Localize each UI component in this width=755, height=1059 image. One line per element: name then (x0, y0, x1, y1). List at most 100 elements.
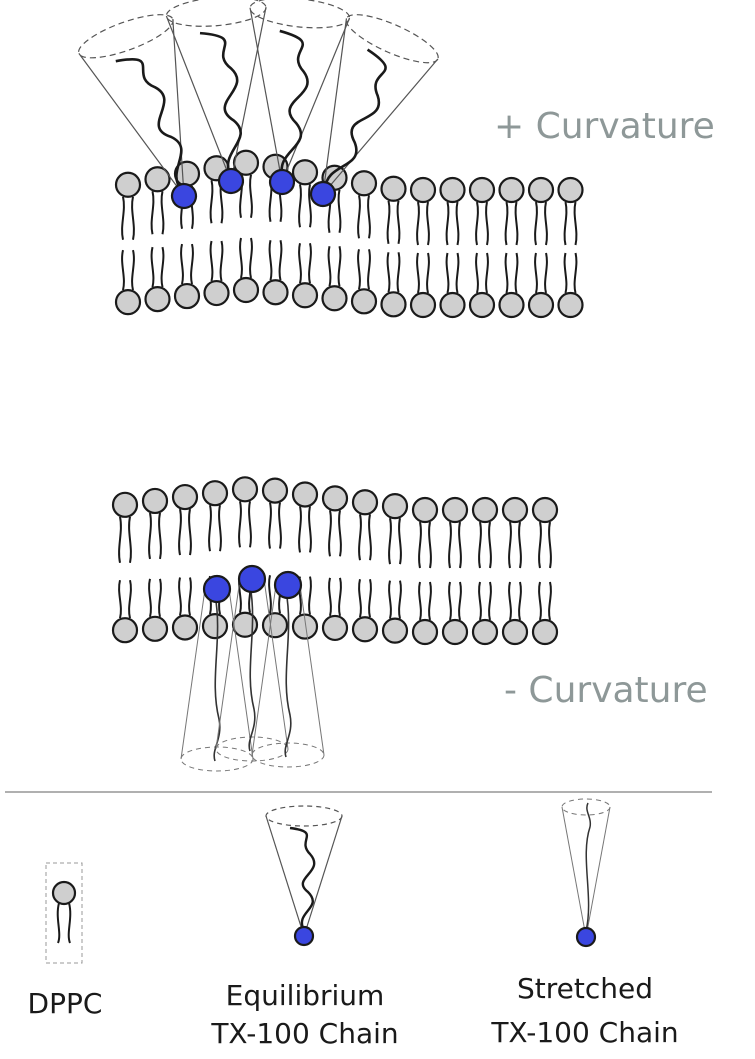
lipid-tail (426, 201, 430, 246)
lipid-tail (56, 902, 61, 944)
dppc-head (381, 617, 409, 644)
lipid-tail (428, 521, 432, 569)
lipid-tail (188, 508, 192, 556)
lipid-tail (368, 579, 372, 618)
tx100-head (217, 167, 245, 195)
lipid-tail (386, 200, 391, 245)
lipid-tail (209, 180, 214, 224)
lipid-tail (573, 252, 578, 294)
dppc-head (531, 496, 559, 524)
cone-edge (265, 815, 305, 937)
dppc-head (409, 291, 437, 319)
dppc-legend-icon (45, 862, 83, 964)
lipid-tail (448, 581, 452, 621)
cone-edge (215, 578, 241, 750)
legend-label-equilibrium-line1: Equilibrium (225, 979, 385, 1012)
coiled-chain (324, 48, 387, 189)
lipid-tail (238, 501, 242, 548)
lipid-tail (357, 195, 361, 239)
dppc-head (111, 491, 139, 518)
dppc-head (501, 496, 529, 524)
tx100-head (268, 168, 296, 196)
lipid-tail (239, 237, 243, 279)
cone-edge (78, 52, 185, 197)
lipid-tail (337, 246, 342, 287)
dppc-head (471, 618, 499, 646)
stretched-chain-cylinder (215, 564, 289, 762)
lipid-tail (128, 579, 132, 619)
dppc-head (351, 616, 379, 643)
lipid-tail (327, 246, 332, 287)
dppc-head (201, 480, 229, 507)
lipid-tail (160, 191, 165, 235)
lipid-tail (209, 240, 214, 282)
positive-curvature-label: + Curvature (494, 106, 715, 147)
dppc-head (498, 176, 525, 204)
dppc-head (262, 279, 289, 306)
dppc-head (350, 170, 378, 197)
legend-label-equilibrium-line2: TX-100 Chain (211, 1017, 399, 1050)
dppc-head (232, 276, 260, 304)
lipid-tail (180, 243, 184, 285)
coiled-chain (115, 57, 183, 192)
lipid-tail (534, 201, 538, 246)
stretched-tx100-chains (180, 564, 325, 772)
lipid-tail (118, 579, 122, 619)
cone-rim (249, 0, 351, 29)
cone-edge (180, 588, 206, 760)
lipid-tail (219, 240, 224, 282)
dppc-head (471, 496, 499, 524)
lipid-tail (160, 246, 165, 288)
lipid-tail (298, 243, 302, 284)
dppc-head (441, 496, 469, 524)
lipid-tail (475, 201, 479, 246)
lipid-tail (548, 581, 552, 621)
lipid-tail (208, 504, 212, 552)
lipid-tail (268, 502, 272, 549)
lipid-tail (357, 249, 361, 290)
lipid-tail (337, 189, 342, 233)
lipid-tail (398, 517, 402, 565)
cone-edge (303, 815, 343, 937)
dppc-head (351, 489, 379, 516)
stretched-chain (248, 584, 256, 752)
cone-rim (345, 14, 439, 64)
cone-edge (230, 7, 267, 182)
lipid-tail (458, 581, 462, 621)
dppc-head (261, 477, 289, 504)
lipid-tail (278, 239, 283, 281)
lipid-tail (367, 249, 371, 290)
dppc-head (291, 481, 319, 508)
dppc-head (498, 291, 525, 319)
stretched-chain (213, 594, 221, 762)
lipid-tail (518, 581, 522, 621)
lipid-tail (445, 252, 450, 294)
lipid-tail (428, 581, 432, 621)
dppc-head (261, 612, 289, 639)
cone-edge (172, 19, 185, 197)
equilibrium-legend-icon (265, 805, 343, 947)
tx100-head (202, 574, 232, 604)
cone-edge (263, 578, 289, 750)
cone-edge (281, 17, 351, 183)
lipid-tail (514, 252, 519, 294)
lipid-tail (298, 506, 302, 553)
lipid-tail (150, 246, 155, 288)
lipid-tail (388, 580, 392, 619)
dppc-head (557, 291, 584, 319)
dppc-head (439, 176, 466, 204)
lipid-tail (148, 512, 152, 560)
lipid-tail (478, 581, 482, 621)
lipid-tail (504, 252, 509, 294)
lipid-tail (121, 249, 125, 291)
lipid-tail (475, 252, 479, 294)
lipid-tail (445, 201, 450, 246)
cone-rim (265, 805, 343, 827)
lipid-tail (418, 521, 422, 569)
lipid-tail (534, 252, 538, 294)
lipid-tail (268, 239, 273, 281)
legend-icons (45, 798, 611, 964)
lipid-tail (190, 243, 194, 285)
lipid-tail (548, 521, 552, 569)
lipid-tail (448, 521, 452, 569)
